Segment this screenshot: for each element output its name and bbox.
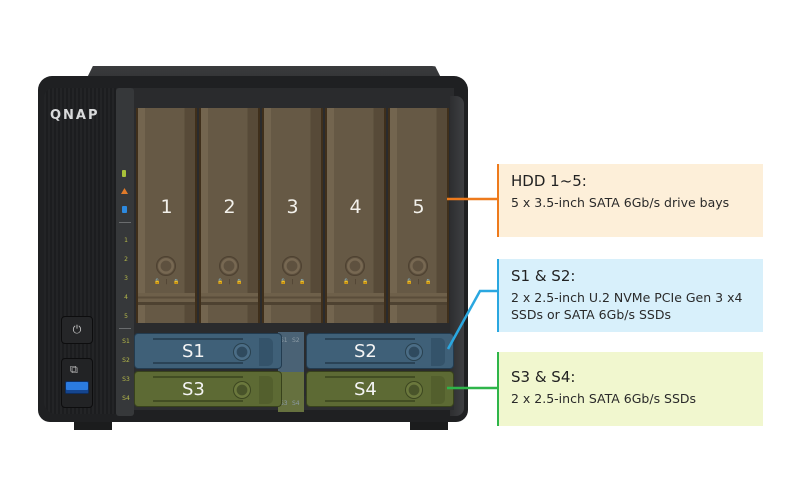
lock-indicator-icon: 🔓 | 🔒 xyxy=(343,279,371,285)
hdd-bay-5[interactable]: 5 🔓 | 🔒 xyxy=(388,108,449,323)
ssd-bay-s3[interactable]: S3 xyxy=(134,371,282,407)
led-label-s1: S1 xyxy=(122,338,130,345)
tray-strip xyxy=(153,376,243,378)
tray-strip xyxy=(153,400,243,402)
hdd-bay-1[interactable]: 1 🔓 | 🔒 xyxy=(136,108,197,323)
callout-hdd: HDD 1~5: 5 x 3.5-inch SATA 6Gb/s drive b… xyxy=(497,164,763,237)
mid-label-s3: S3 xyxy=(280,400,288,407)
usb-copy-icon[interactable]: ⧉ xyxy=(70,363,78,376)
hdd-bay-number: 4 xyxy=(349,196,362,218)
tray-handle[interactable] xyxy=(259,376,273,404)
tray-rail xyxy=(138,293,195,305)
led-divider xyxy=(119,222,131,223)
led-label-s3: S3 xyxy=(122,376,130,383)
lock-indicator-icon: 🔓 | 🔒 xyxy=(217,279,245,285)
tray-lock-knob-icon[interactable] xyxy=(405,343,423,361)
led-label-hdd5: 5 xyxy=(124,313,128,320)
tray-strip xyxy=(325,362,415,364)
tray-lock-knob-icon[interactable] xyxy=(408,256,428,276)
power-button[interactable]: ⏻ xyxy=(61,316,93,344)
hdd-bay-2[interactable]: 2 🔓 | 🔒 xyxy=(199,108,260,323)
led-label-hdd1: 1 xyxy=(124,237,128,244)
lock-indicator-icon: 🔓 | 🔒 xyxy=(280,279,308,285)
tray-strip xyxy=(153,338,243,340)
network-led-icon xyxy=(121,188,128,194)
tray-lock-knob-icon[interactable] xyxy=(233,381,251,399)
tray-strip xyxy=(325,338,415,340)
hdd-bay-number: 1 xyxy=(160,196,173,218)
callout-s3-s4: S3 & S4: 2 x 2.5-inch SATA 6Gb/s SSDs xyxy=(497,352,763,426)
hdd-bay-number: 2 xyxy=(223,196,236,218)
callout-description: 2 x 2.5-inch SATA 6Gb/s SSDs xyxy=(511,391,697,406)
tray-rail xyxy=(390,293,447,305)
hdd-bay-number: 5 xyxy=(412,196,425,218)
tray-handle[interactable] xyxy=(431,376,445,404)
ssd-bay-label: S2 xyxy=(353,341,377,362)
tray-strip xyxy=(325,400,415,402)
ssd-bay-label: S1 xyxy=(181,341,205,362)
usb-port xyxy=(65,381,89,394)
tray-rail xyxy=(201,293,258,305)
callout-title: HDD 1~5: xyxy=(511,172,587,190)
ssd-bay-label: S4 xyxy=(353,379,377,400)
tray-lock-knob-icon[interactable] xyxy=(405,381,423,399)
tray-lock-knob-icon[interactable] xyxy=(219,256,239,276)
chassis-foot-left xyxy=(74,422,112,430)
callout-description: 2 x 2.5-inch U.2 NVMe PCIe Gen 3 x4 SSDs… xyxy=(511,289,763,323)
led-indicator-strip xyxy=(116,88,134,416)
usb-copy-panel: ⧉ xyxy=(61,358,93,408)
hdd-bay-number: 3 xyxy=(286,196,299,218)
led-label-hdd4: 4 xyxy=(124,294,128,301)
ssd-bay-s1[interactable]: S1 xyxy=(134,333,282,369)
lock-indicator-icon: 🔓 | 🔒 xyxy=(154,279,182,285)
led-label-s4: S4 xyxy=(122,395,130,402)
tray-rail xyxy=(327,293,384,305)
callout-title: S1 & S2: xyxy=(511,267,576,285)
hdd-bay-4[interactable]: 4 🔓 | 🔒 xyxy=(325,108,386,323)
led-label-hdd2: 2 xyxy=(124,256,128,263)
ssd-bay-s4[interactable]: S4 xyxy=(306,371,454,407)
led-label-s2: S2 xyxy=(122,357,130,364)
tray-rail xyxy=(264,293,321,305)
tray-strip xyxy=(153,362,243,364)
usb-led-icon xyxy=(122,206,127,213)
ssd-bay-label: S3 xyxy=(181,379,205,400)
tray-lock-knob-icon[interactable] xyxy=(282,256,302,276)
tray-lock-knob-icon[interactable] xyxy=(345,256,365,276)
ssd-center-divider: S1 S2 S3 S4 xyxy=(278,332,304,412)
tray-lock-knob-icon[interactable] xyxy=(233,343,251,361)
hdd-bay-3[interactable]: 3 🔓 | 🔒 xyxy=(262,108,323,323)
led-label-hdd3: 3 xyxy=(124,275,128,282)
status-led-icon xyxy=(122,170,126,177)
mid-label-s1: S1 xyxy=(280,337,288,344)
mid-label-s4: S4 xyxy=(292,400,300,407)
callout-line: SSDs or SATA 6Gb/s SSDs xyxy=(511,307,671,322)
connector-s1-s2 xyxy=(446,289,497,350)
callout-title: S3 & S4: xyxy=(511,368,576,386)
lock-indicator-icon: 🔓 | 🔒 xyxy=(406,279,434,285)
led-divider xyxy=(119,328,131,329)
tray-handle[interactable] xyxy=(259,338,273,366)
ssd-bay-s2[interactable]: S2 xyxy=(306,333,454,369)
callout-line: 2 x 2.5-inch U.2 NVMe PCIe Gen 3 x4 xyxy=(511,290,743,305)
tray-strip xyxy=(325,376,415,378)
callout-s1-s2: S1 & S2: 2 x 2.5-inch U.2 NVMe PCIe Gen … xyxy=(497,259,763,332)
power-icon: ⏻ xyxy=(72,323,82,336)
mid-label-s2: S2 xyxy=(292,337,300,344)
callout-description: 5 x 3.5-inch SATA 6Gb/s drive bays xyxy=(511,195,730,210)
tray-lock-knob-icon[interactable] xyxy=(156,256,176,276)
tray-handle[interactable] xyxy=(431,338,445,366)
chassis-foot-right xyxy=(410,422,448,430)
brand-logo: QNAP xyxy=(50,108,100,123)
